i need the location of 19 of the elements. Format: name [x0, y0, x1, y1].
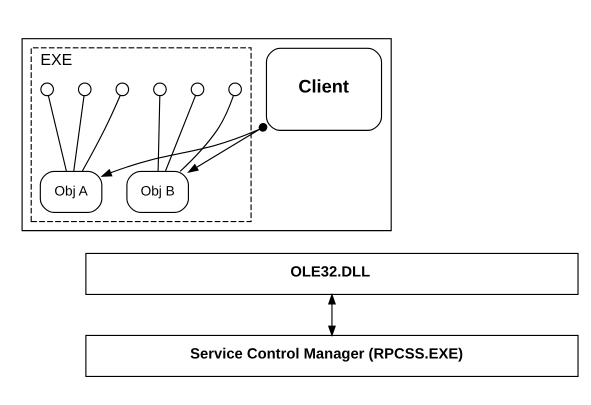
node-circle [190, 82, 204, 96]
node-circle [40, 82, 54, 96]
connector [158, 95, 160, 171]
arrow [328, 292, 336, 337]
node-box: Client [266, 47, 382, 130]
node-box: Service Control Manager (RPCSS.EXE) [85, 334, 579, 377]
node-circle [78, 82, 92, 96]
connector [48, 95, 67, 171]
cluster [22, 38, 392, 231]
connector [164, 94, 196, 171]
connector [82, 95, 121, 172]
node-circle [116, 82, 130, 96]
node-box: OLE32.DLL [85, 252, 579, 294]
node-box: Obj B [126, 170, 189, 212]
node-circle [153, 82, 167, 96]
node-circle [228, 82, 242, 96]
node-box: Obj A [40, 170, 102, 212]
connector [73, 95, 85, 171]
connector [180, 94, 234, 172]
